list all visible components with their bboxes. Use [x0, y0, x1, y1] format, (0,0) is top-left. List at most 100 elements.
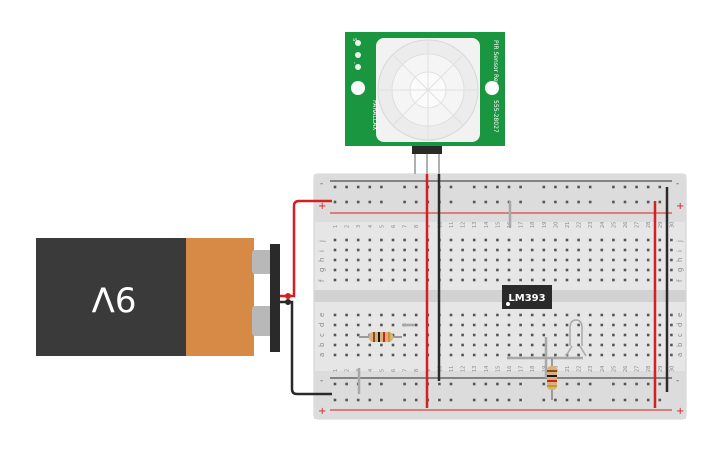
breadboard-hole [496, 343, 499, 347]
breadboard-hole [507, 313, 511, 317]
column-number: 23 [588, 222, 594, 228]
breadboard-hole [588, 185, 592, 189]
breadboard-hole [461, 333, 464, 337]
breadboard-hole [635, 398, 638, 402]
chip-label: LM393 [508, 293, 545, 304]
breadboard-hole [646, 323, 650, 327]
breadboard-hole [554, 278, 557, 282]
breadboard-hole [368, 323, 372, 327]
breadboard-hole [380, 200, 383, 204]
breadboard-hole [507, 333, 511, 337]
breadboard-hole [600, 268, 604, 272]
breadboard-hole [449, 398, 453, 402]
breadboard-hole [345, 353, 348, 357]
breadboard-hole [658, 398, 662, 402]
breadboard-hole [380, 278, 383, 282]
breadboard-hole [519, 278, 522, 282]
breadboard-hole [612, 313, 615, 317]
breadboard-hole [507, 278, 511, 282]
breadboard-hole [565, 323, 569, 327]
breadboard-hole [635, 343, 638, 347]
breadboard-hole [565, 278, 569, 282]
pir-lens-facets [378, 40, 478, 140]
breadboard-hole [333, 333, 337, 337]
breadboard-hole [577, 185, 580, 189]
breadboard-hole [391, 313, 395, 317]
breadboard-hole [449, 343, 453, 347]
breadboard-hole [670, 238, 673, 242]
breadboard-hole [414, 200, 418, 204]
column-number: 14 [484, 366, 490, 372]
breadboard-hole [588, 248, 592, 252]
breadboard-hole [414, 323, 418, 327]
breadboard-hole [368, 382, 372, 386]
breadboard-hole [670, 353, 673, 357]
breadboard-hole [333, 398, 337, 402]
breadboard-hole [542, 313, 546, 317]
breadboard-hole [472, 313, 476, 317]
breadboard-hole [588, 343, 592, 347]
breadboard-hole [635, 200, 638, 204]
breadboard-hole [472, 268, 476, 272]
breadboard-hole [542, 238, 546, 242]
bottom-rail-minus-label: - [320, 376, 323, 386]
led [565, 319, 587, 357]
breadboard-hole [530, 323, 534, 327]
breadboard-hole [461, 343, 464, 347]
column-number: 18 [530, 222, 536, 228]
breadboard-hole [472, 278, 476, 282]
breadboard-hole [658, 268, 662, 272]
breadboard-hole [496, 185, 499, 189]
column-number: 30 [669, 366, 675, 372]
breadboard-hole [646, 278, 650, 282]
breadboard-hole [484, 398, 488, 402]
breadboard-hole [496, 382, 499, 386]
breadboard-hole [542, 185, 546, 189]
column-number: 22 [577, 366, 583, 372]
breadboard-hole [484, 268, 488, 272]
breadboard-hole [623, 248, 627, 252]
breadboard-hole [333, 268, 337, 272]
column-number: 9 [426, 225, 432, 228]
breadboard-hole [345, 398, 348, 402]
rail-minus-label-right: - [676, 179, 679, 189]
breadboard-hole [612, 382, 615, 386]
breadboard-hole [391, 268, 395, 272]
column-number: 13 [472, 366, 478, 372]
breadboard-hole [623, 238, 627, 242]
column-number: 24 [600, 366, 606, 372]
column-number: 5 [379, 369, 385, 372]
breadboard-hole [577, 382, 580, 386]
breadboard-hole [670, 248, 673, 252]
breadboard-hole [414, 278, 418, 282]
breadboard-hole [588, 268, 592, 272]
breadboard-hole [356, 268, 360, 272]
breadboard-hole [507, 238, 511, 242]
breadboard-hole [635, 278, 638, 282]
resistor-band [373, 332, 375, 342]
breadboard-hole [670, 313, 673, 317]
breadboard-hole [414, 398, 418, 402]
breadboard-hole [554, 248, 557, 252]
breadboard-hole [414, 343, 418, 347]
column-number: 20 [553, 222, 559, 228]
chip-body [502, 285, 552, 309]
resistor-band [547, 380, 557, 382]
breadboard-hole [472, 398, 476, 402]
breadboard-hole [391, 343, 395, 347]
column-number: 6 [391, 225, 397, 228]
breadboard-hole [414, 238, 418, 242]
breadboard-hole [600, 313, 604, 317]
breadboard-hole [646, 333, 650, 337]
row-letter: b [676, 342, 684, 347]
breadboard-hole [496, 278, 499, 282]
breadboard-hole [380, 268, 383, 272]
breadboard-hole [646, 248, 650, 252]
breadboard-hole [356, 398, 360, 402]
breadboard-hole [577, 238, 580, 242]
breadboard-hole [554, 258, 557, 262]
breadboard-hole [496, 333, 499, 337]
breadboard-hole [612, 333, 615, 337]
breadboard-hole [380, 398, 383, 402]
resistor-2 [547, 358, 557, 400]
